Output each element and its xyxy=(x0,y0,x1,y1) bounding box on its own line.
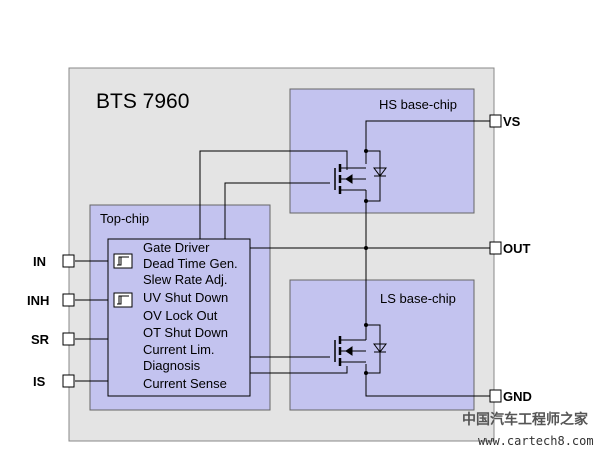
top-chip-label: Top-chip xyxy=(100,211,149,226)
schmitt-trigger-icon xyxy=(113,292,133,308)
ls-base-chip-label: LS base-chip xyxy=(380,291,456,306)
function-item: OV Lock Out xyxy=(143,308,218,323)
function-item: Current Lim. xyxy=(143,342,215,357)
function-item: Gate Driver xyxy=(143,240,210,255)
pin-label-in: IN xyxy=(33,254,46,269)
pin-label-vs: VS xyxy=(503,114,521,129)
schmitt-trigger-icon xyxy=(113,253,133,269)
function-item: Diagnosis xyxy=(143,358,201,373)
function-item: Current Sense xyxy=(143,376,227,391)
ls-body-diode-icon xyxy=(373,342,387,358)
watermark-title: 中国汽车工程师之家 xyxy=(462,411,589,427)
function-list: Gate Driver Dead Time Gen. Slew Rate Adj… xyxy=(143,240,238,391)
chip-title: BTS 7960 xyxy=(96,90,189,113)
ls-mosfet xyxy=(334,336,366,366)
function-item: UV Shut Down xyxy=(143,290,228,305)
pin-label-inh: INH xyxy=(27,293,49,308)
ls-base-chip xyxy=(289,279,475,411)
junction-dots xyxy=(364,149,368,375)
watermark-url: www.cartech8.com xyxy=(478,434,594,448)
pin-label-out: OUT xyxy=(503,241,531,256)
hs-base-chip-label: HS base-chip xyxy=(379,97,457,112)
function-item: Slew Rate Adj. xyxy=(143,272,228,287)
function-item: OT Shut Down xyxy=(143,325,228,340)
pin-label-sr: SR xyxy=(31,332,50,347)
pin-label-gnd: GND xyxy=(503,389,532,404)
function-item: Dead Time Gen. xyxy=(143,256,238,271)
hs-body-diode-icon xyxy=(373,166,387,186)
hs-mosfet xyxy=(334,164,366,194)
pin-label-is: IS xyxy=(33,374,46,389)
pin-pads xyxy=(62,114,502,403)
